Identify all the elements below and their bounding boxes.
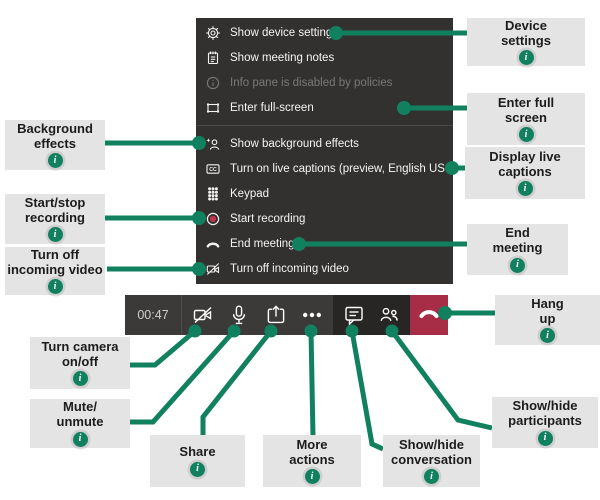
chat-button[interactable] (339, 298, 369, 332)
callout-label: Device settings (501, 17, 551, 48)
callout-label: End meeting (492, 225, 543, 255)
menu-item-turn-on-live-captions[interactable]: CC Turn on live captions (preview, Engli… (196, 156, 473, 181)
menu-item-show-device-settings[interactable]: Show device settings (196, 20, 453, 45)
callout-label: Turn off incoming video (7, 246, 103, 277)
svg-text:CC: CC (209, 167, 217, 173)
info-icon: i (517, 181, 533, 197)
menu-item-end-meeting[interactable]: End meeting (196, 231, 453, 256)
call-timer: 00:47 (125, 295, 182, 335)
callout-label: Turn camera on/off (41, 338, 119, 369)
menu-item-info-pane-disabled: Info pane is disabled by policies (196, 70, 453, 95)
connector-more-actions (308, 330, 316, 437)
call-toolbar: 00:47 (125, 295, 448, 335)
microphone-icon (227, 303, 251, 327)
info-icon: i (190, 461, 205, 477)
participants-icon (377, 303, 401, 327)
connector-participants (389, 329, 493, 431)
participants-button[interactable] (374, 298, 404, 332)
callout-share: Share i (150, 435, 245, 487)
callout-show-hide-participants: Show/hide participants i (492, 397, 598, 448)
menu-item-label: Turn on live captions (preview, English … (230, 162, 474, 175)
info-icon: i (424, 469, 439, 485)
handset-icon (205, 236, 221, 252)
menu-item-label: Info pane is disabled by policies (230, 76, 393, 89)
menu-item-label: Show background effects (230, 137, 359, 150)
menu-item-start-recording[interactable]: Start recording (196, 206, 453, 231)
menu-item-label: Show meeting notes (230, 51, 335, 64)
menu-item-label: Turn off incoming video (230, 262, 349, 275)
info-icon: i (72, 431, 88, 447)
callout-label: Mute/ unmute (56, 399, 104, 429)
connector-turn-camera (130, 329, 197, 368)
menu-item-turn-off-incoming-video[interactable]: Turn off incoming video (196, 256, 453, 281)
info-icon: i (47, 279, 63, 295)
callout-label: More actions (289, 436, 335, 467)
menu-item-show-meeting-notes[interactable]: Show meeting notes (196, 45, 453, 70)
camera-off-icon (205, 261, 221, 277)
hang-up-button[interactable] (410, 295, 448, 335)
info-icon: i (540, 328, 555, 344)
callout-display-live-captions: Display live captions i (465, 147, 585, 199)
notes-icon (205, 50, 221, 66)
info-icon: i (518, 50, 534, 66)
menu-item-label: Enter full-screen (230, 101, 314, 114)
info-icon: i (518, 127, 534, 143)
menu-item-keypad[interactable]: Keypad (196, 181, 453, 206)
menu-item-show-background-effects[interactable]: Show background effects (196, 131, 453, 156)
gear-icon (205, 25, 221, 41)
toolbar-panel-section (333, 295, 410, 335)
camera-toggle-button[interactable] (188, 298, 218, 332)
background-effects-icon (205, 136, 221, 152)
menu-item-label: Show device settings (230, 26, 339, 39)
callout-end-meeting: End meeting i (467, 224, 568, 275)
callout-show-hide-conversation: Show/hide conversation i (383, 435, 480, 487)
info-icon (205, 75, 221, 91)
callout-start-stop-recording: Start/stop recording i (5, 194, 105, 244)
share-icon (264, 303, 288, 327)
menu-item-label: End meeting (230, 237, 295, 250)
more-actions-menu: Show device settings Show meeting notes (196, 18, 473, 284)
callout-more-actions: More actions i (263, 435, 361, 487)
callout-turn-camera-on-off: Turn camera on/off i (30, 337, 130, 389)
connector-share (200, 329, 273, 436)
more-actions-icon (300, 303, 324, 327)
info-icon: i (47, 227, 63, 243)
info-icon: i (537, 430, 553, 446)
connector-mute-unmute (130, 329, 236, 425)
connector-conversation (349, 330, 385, 452)
camera-off-icon (191, 303, 215, 327)
chat-icon (342, 303, 366, 327)
callout-enter-full-screen: Enter full screen i (467, 93, 585, 145)
record-icon (205, 211, 221, 227)
keypad-icon (205, 186, 221, 202)
more-actions-button[interactable] (297, 298, 327, 332)
info-icon: i (304, 469, 320, 485)
microphone-button[interactable] (224, 298, 254, 332)
info-icon: i (510, 257, 525, 273)
menu-divider (196, 125, 453, 126)
callout-mute-unmute: Mute/ unmute i (30, 399, 130, 448)
callout-label: Show/hide participants (508, 398, 582, 428)
info-icon: i (72, 371, 88, 387)
toolbar-main-section (182, 295, 333, 335)
callout-background-effects: Background effects i (5, 120, 105, 170)
fullscreen-icon (205, 100, 221, 116)
callout-label: Hang up (531, 295, 564, 326)
callout-hang-up: Hang up i (495, 295, 600, 345)
callout-label: Enter full screen (497, 94, 555, 125)
callout-turn-off-incoming-video: Turn off incoming video i (5, 247, 105, 295)
menu-item-enter-full-screen[interactable]: Enter full-screen (196, 95, 453, 120)
callout-label: Share (179, 444, 216, 460)
info-icon: i (47, 153, 63, 169)
callout-label: Start/stop recording (24, 194, 86, 225)
share-button[interactable] (261, 298, 291, 332)
hang-up-icon (417, 302, 441, 329)
cc-icon: CC (205, 161, 221, 177)
callout-label: Display live captions (489, 148, 561, 179)
callout-device-settings: Device settings i (467, 18, 585, 66)
callout-label: Show/hide conversation (391, 436, 472, 467)
menu-item-label: Start recording (230, 212, 306, 225)
menu-item-label: Keypad (230, 187, 270, 200)
callout-label: Background effects (17, 120, 93, 151)
